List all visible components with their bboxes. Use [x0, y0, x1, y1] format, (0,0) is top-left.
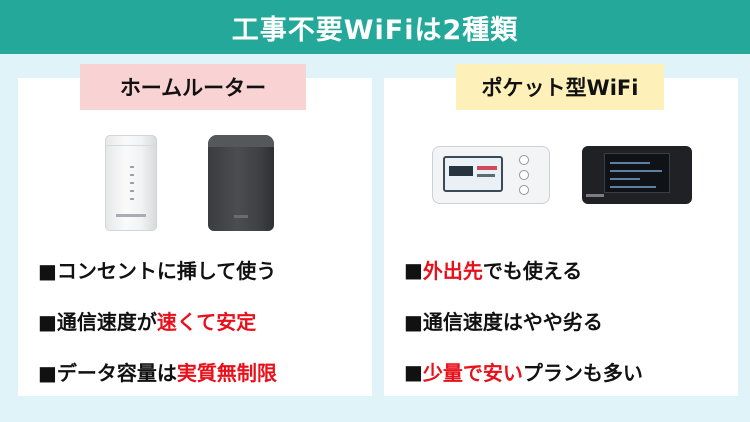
highlight-text: 少量で安い	[422, 361, 523, 385]
home-router-points: ■コンセントに挿して使う ■通信速度が速くて安定 ■データ容量は実質無制限	[38, 244, 368, 397]
white-home-router-image	[105, 135, 157, 231]
point-item: ■コンセントに挿して使う	[38, 259, 277, 283]
pocket-wifi-points: ■外出先でも使える ■通信速度はやや劣る ■少量で安いプランも多い	[404, 244, 734, 397]
home-router-panel: ホームルーター ■コンセントに挿して使う ■通信速度が速くて安定 ■データ容量は…	[18, 64, 372, 397]
home-router-label: ホームルーター	[80, 64, 306, 110]
pocket-wifi-label: ポケット型WiFi	[456, 64, 664, 110]
pocket-wifi-panel: ポケット型WiFi ■外出先でも使える ■通信速度はやや劣る ■少量で安いプラン…	[384, 64, 738, 397]
black-pocket-wifi-image	[582, 146, 692, 204]
highlight-text: 実質無制限	[176, 361, 277, 385]
point-item: ■通信速度が速くて安定	[38, 295, 368, 346]
highlight-text: 速くて安定	[156, 310, 257, 334]
point-item: ■少量で安いプランも多い	[404, 346, 734, 397]
banner-title: 工事不要WiFiは2種類	[231, 14, 519, 46]
highlight-text: 外出先	[422, 259, 483, 283]
title-banner: 工事不要WiFiは2種類	[0, 0, 750, 54]
white-pocket-wifi-image	[432, 146, 550, 204]
point-item: ■データ容量は実質無制限	[38, 346, 368, 397]
point-item: ■外出先でも使える	[404, 244, 734, 295]
point-item: ■通信速度はやや劣る	[404, 310, 603, 334]
black-home-router-image	[208, 135, 274, 231]
